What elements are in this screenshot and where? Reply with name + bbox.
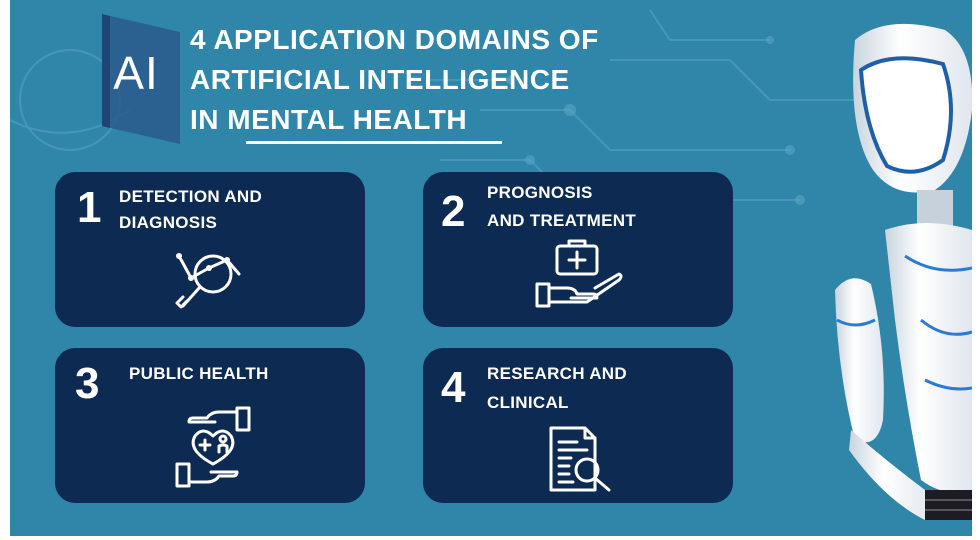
- domain-label-line-2: DIAGNOSIS: [119, 213, 218, 232]
- ai-badge-text: AI: [113, 47, 159, 99]
- domain-card-2: 2 PROGNOSIS AND TREATMENT: [423, 172, 733, 327]
- domain-label-line-2: AND TREATMENT: [487, 211, 637, 230]
- hand-medical-kit-icon: [535, 239, 623, 308]
- ai-badge-icon: [102, 14, 180, 144]
- domain-label-line-2: CLINICAL: [487, 393, 569, 412]
- domain-card-1: 1 DETECTION AND DIAGNOSIS: [55, 172, 365, 327]
- domain-card-4: 4 RESEARCH AND CLINICAL: [423, 348, 733, 503]
- domain-label-line-1: DETECTION AND: [119, 187, 263, 206]
- hands-heart-people-icon: [175, 406, 251, 488]
- domain-card-3: 3 PUBLIC HEALTH: [55, 348, 365, 503]
- domain-number: 4: [441, 363, 466, 412]
- title-underline: [246, 141, 502, 144]
- domain-number: 2: [441, 187, 466, 236]
- domain-label-line-1: RESEARCH AND: [487, 364, 627, 383]
- magnifier-chart-icon: [175, 253, 241, 309]
- page-title: 4 APPLICATION DOMAINS OF ARTIFICIAL INTE…: [190, 20, 599, 140]
- title-line-3: IN MENTAL HEALTH: [190, 104, 468, 135]
- document-search-icon: [549, 426, 611, 492]
- domain-number: 1: [77, 183, 102, 232]
- infographic-canvas: AI 4 APPLICATION DOMAINS OF ARTIFICIAL I…: [10, 0, 972, 536]
- domain-number: 3: [75, 359, 100, 408]
- domain-label-line-1: PROGNOSIS: [487, 183, 593, 202]
- title-line-2: ARTIFICIAL INTELLIGENCE: [190, 64, 570, 95]
- domain-label-line-1: PUBLIC HEALTH: [129, 364, 269, 383]
- robot-figure: [835, 23, 972, 520]
- title-line-1: 4 APPLICATION DOMAINS OF: [190, 24, 599, 55]
